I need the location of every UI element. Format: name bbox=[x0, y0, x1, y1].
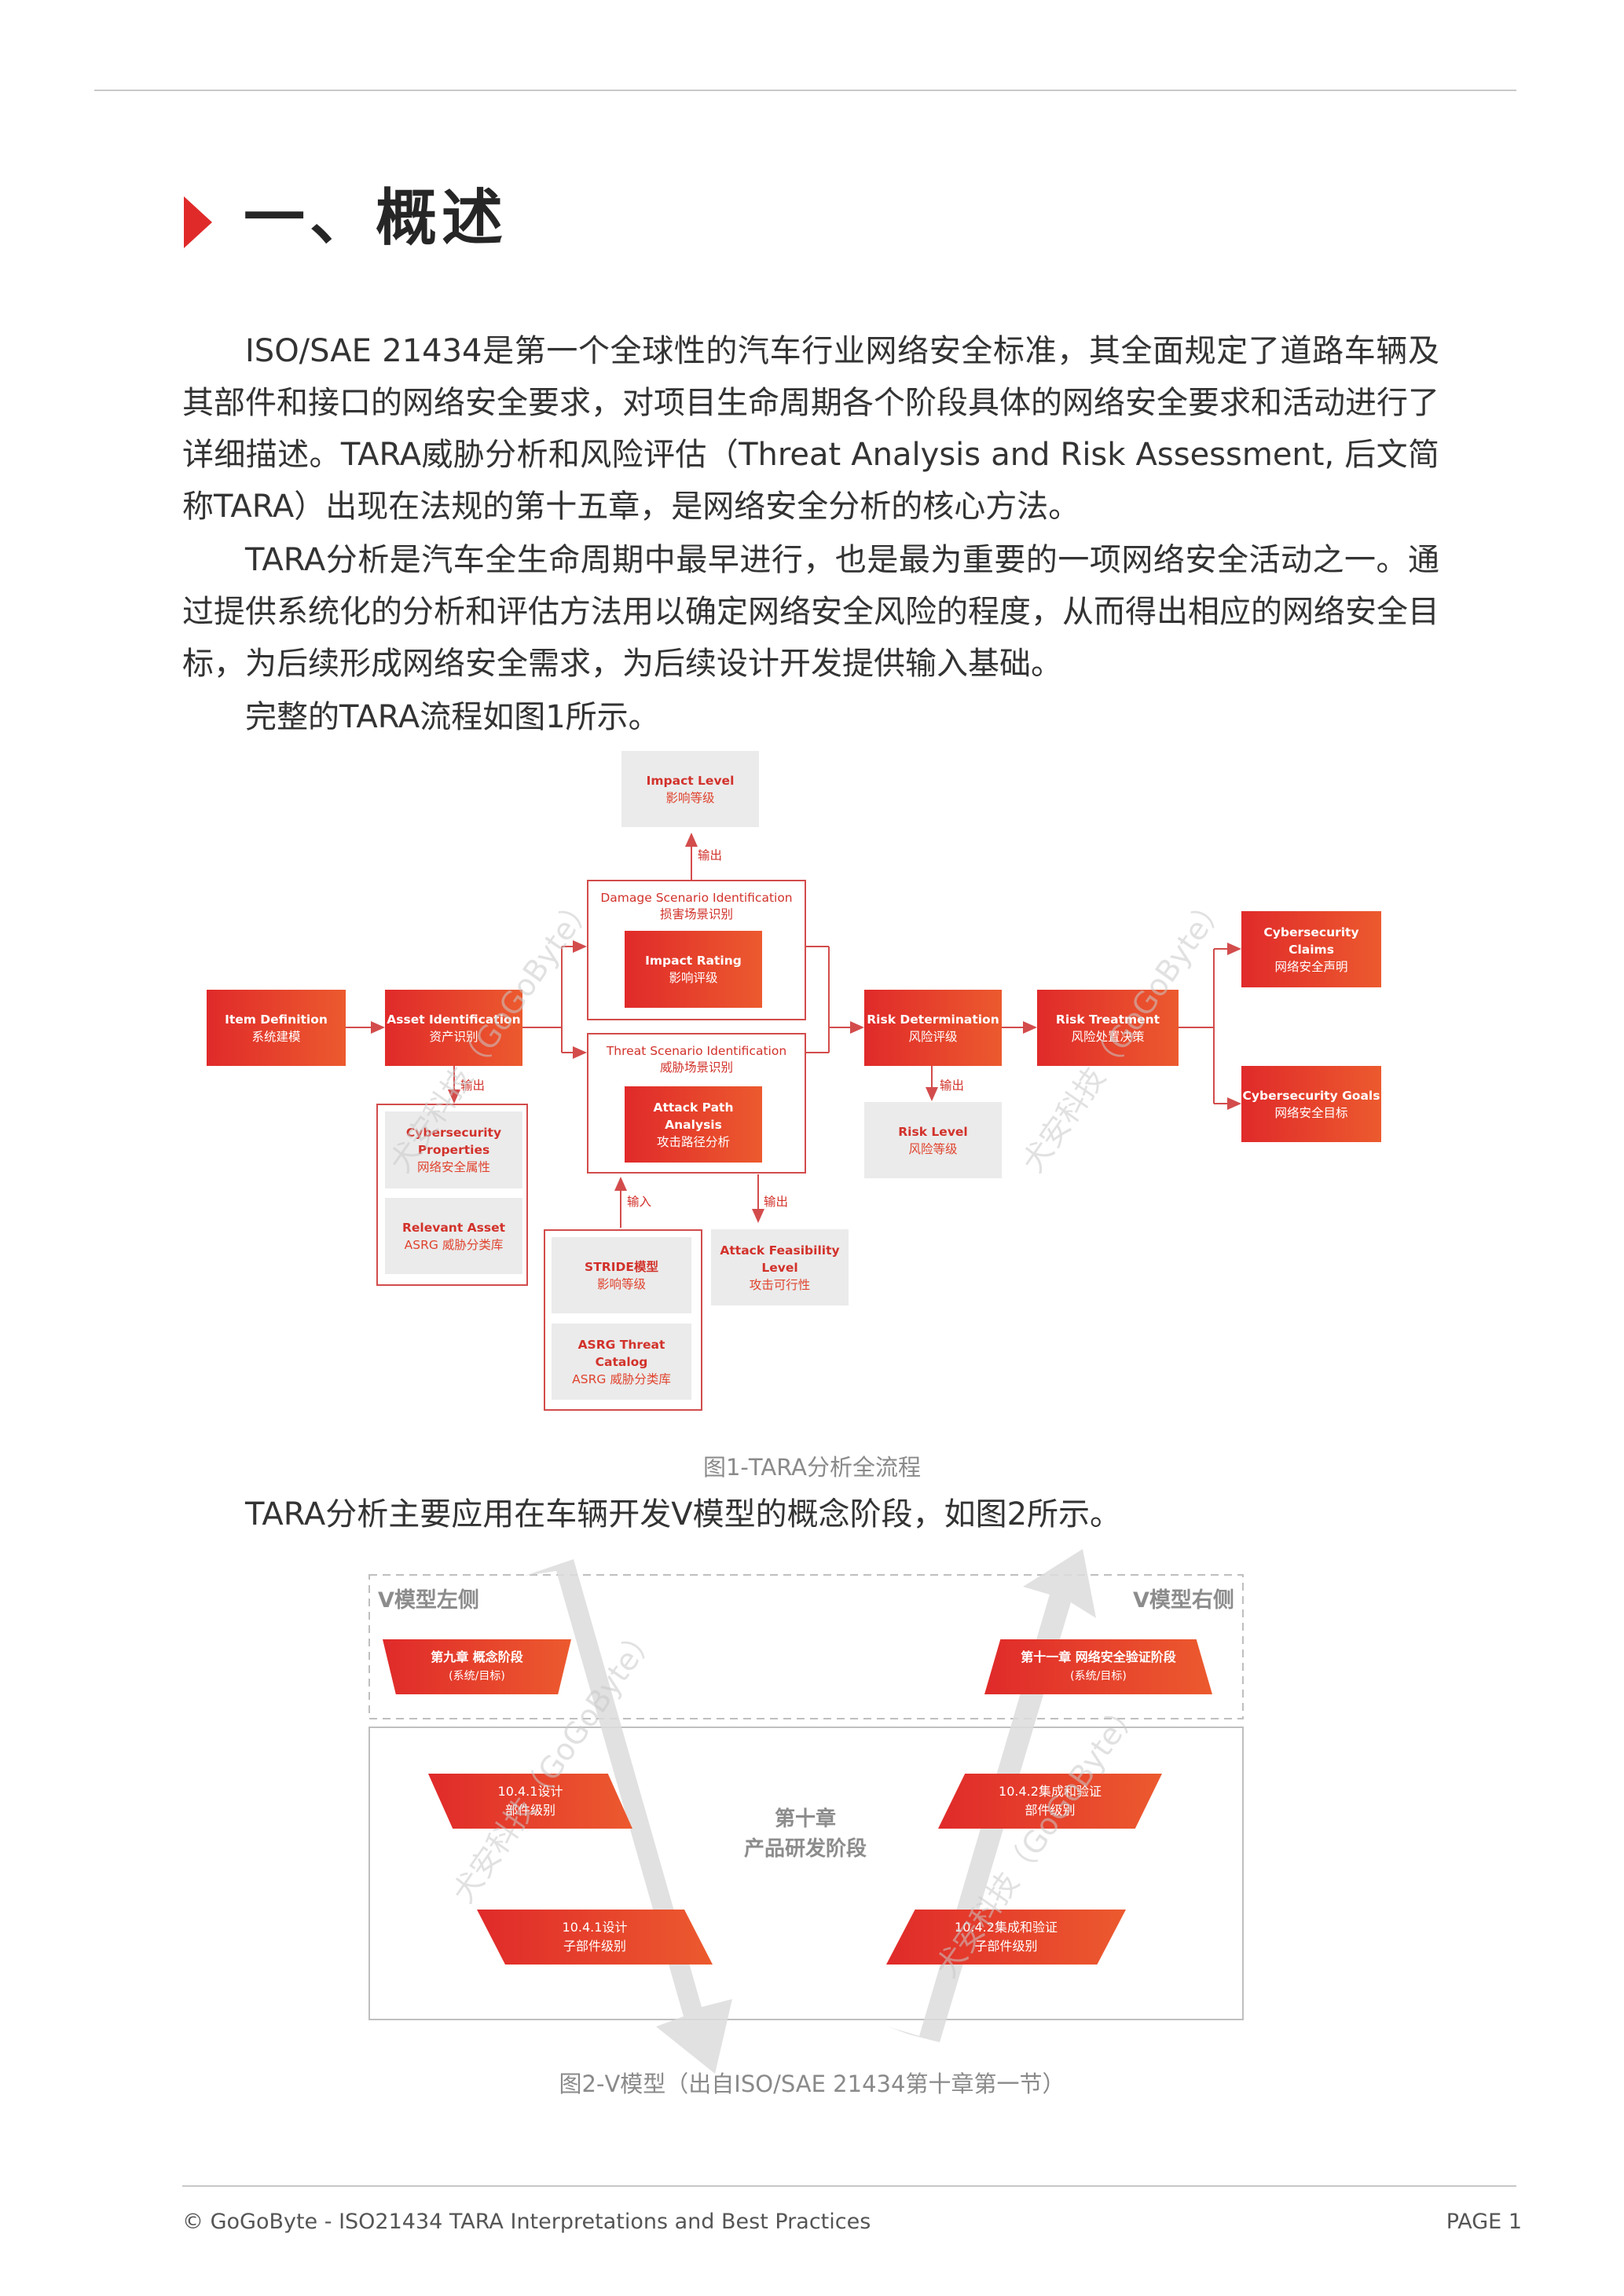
paragraph-v-model: TARA分析主要应用在车辆开发V模型的概念阶段，如图2所示。 bbox=[245, 1496, 1122, 1532]
label-output-risk: 输出 bbox=[940, 1078, 965, 1093]
figure2-caption: 图2-V模型（出自ISO/SAE 21434第十章第一节） bbox=[559, 2071, 1065, 2097]
top-rule bbox=[94, 90, 1516, 91]
section-title: 一、概述 bbox=[244, 183, 508, 254]
design-subcomponent-level: 10.4.1设计子部件级别 bbox=[477, 1910, 713, 1965]
v-right-label: V模型右侧 bbox=[1133, 1588, 1234, 1613]
paragraph-tara: TARA分析是汽车全生命周期中最早进行，也是最为重要的一项网络安全活动之一。通过… bbox=[182, 542, 1439, 682]
integration-subcomponent-level: 10.4.2集成和验证子部件级别 bbox=[886, 1910, 1126, 1965]
label-output: 输出 bbox=[698, 848, 723, 862]
chapter9-concept-phase: 第九章 概念阶段(系统/目标) bbox=[383, 1639, 571, 1694]
paragraph-intro: ISO/SAE 21434是第一个全球性的汽车行业网络安全标准，其全面规定了道路… bbox=[182, 333, 1439, 525]
threat-scenario-frame bbox=[587, 1033, 806, 1174]
label-output-asset: 输出 bbox=[460, 1078, 486, 1093]
label-output-feasibility: 输出 bbox=[764, 1195, 789, 1209]
integration-component-level: 10.4.2集成和验证部件级别 bbox=[938, 1774, 1162, 1829]
label-input: 输入 bbox=[627, 1195, 652, 1209]
footer-rule bbox=[182, 2185, 1516, 2187]
footer-left: © GoGoByte - ISO21434 TARA Interpretatio… bbox=[182, 2210, 871, 2234]
asset-output-frame bbox=[376, 1104, 528, 1286]
footer-page-number: PAGE 1 bbox=[1446, 2210, 1522, 2234]
stride-box: STRIDE模型影响等级 bbox=[552, 1237, 691, 1313]
input-frame bbox=[544, 1229, 702, 1411]
figure1-caption: 图1-TARA分析全流程 bbox=[702, 1454, 922, 1481]
v-left-label: V模型左侧 bbox=[378, 1588, 479, 1613]
paragraph-figure-ref: 完整的TARA流程如图1所示。 bbox=[245, 699, 660, 735]
chapter11-validation-phase: 第十一章 网络安全验证阶段(系统/目标) bbox=[984, 1639, 1212, 1694]
design-component-level: 10.4.1设计部件级别 bbox=[428, 1774, 632, 1829]
chapter10-dev-phase: 第十章产品研发阶段 bbox=[743, 1807, 867, 1861]
damage-scenario-frame bbox=[587, 880, 806, 1020]
section-marker-icon bbox=[184, 196, 212, 248]
